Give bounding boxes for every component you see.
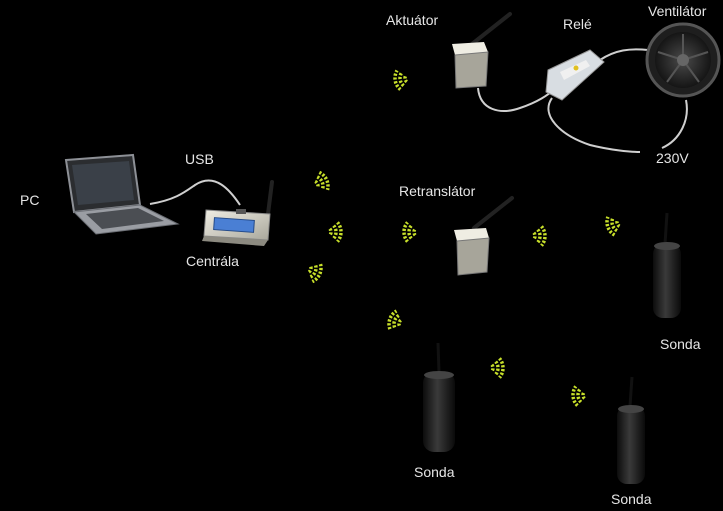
- aktuator-rele-cable: [478, 88, 556, 111]
- wave-arc: [337, 222, 341, 241]
- sonda-center-device: [423, 343, 455, 452]
- label-retranslator: Retranslátor: [399, 183, 475, 199]
- wave-arc: [409, 226, 411, 239]
- wave-sonda-right-icon: [605, 214, 622, 236]
- wave-aktuator-icon: [394, 69, 408, 90]
- wave-arc: [330, 229, 331, 235]
- wave-arc: [538, 230, 540, 243]
- label-usb: USB: [185, 151, 214, 167]
- wave-centrala-up-icon: [312, 171, 330, 193]
- wave-arc: [308, 267, 312, 273]
- label-aktuator: Aktuátor: [386, 12, 438, 28]
- wave-arc: [534, 233, 535, 239]
- wave-arc: [572, 386, 577, 406]
- wave-arc: [583, 392, 585, 398]
- wave-arc: [398, 319, 401, 325]
- label-rele: Relé: [563, 16, 592, 32]
- sonda-right-device: [653, 213, 681, 318]
- wave-centrala-down-icon: [305, 261, 323, 283]
- retranslator-antenna: [474, 198, 512, 228]
- label-centrala: Centrála: [186, 253, 239, 269]
- wave-sonda-center-up-icon: [387, 310, 404, 332]
- wave-centrala-right-icon: [330, 222, 341, 241]
- ventilator-device: [647, 24, 719, 96]
- wave-retranslator-right-icon: [534, 226, 545, 245]
- rele-ventilator-cable: [600, 49, 648, 60]
- wave-retranslator-left-icon: [404, 222, 415, 241]
- wave-arc: [315, 181, 319, 187]
- centrala-connector: [236, 209, 246, 214]
- wave-arc: [499, 358, 503, 377]
- retranslator-body: [457, 238, 489, 275]
- sonda-bottom-device: [617, 377, 645, 484]
- rele-indicator: [574, 66, 579, 71]
- cables: [150, 49, 687, 205]
- label-sonda-center: Sonda: [414, 464, 454, 480]
- wave-arc: [334, 226, 336, 239]
- ventilator-hub: [677, 54, 689, 66]
- laptop: [66, 155, 178, 234]
- label-sonda-bottom: Sonda: [611, 491, 651, 507]
- wave-arc: [610, 219, 617, 232]
- rele-body: [546, 50, 604, 100]
- label-pc: PC: [20, 192, 39, 208]
- aktuator-device: [452, 14, 510, 88]
- ventilator-power-cable: [662, 100, 687, 148]
- aktuator-antenna: [472, 14, 510, 44]
- rele-device: [546, 50, 604, 100]
- usb-cable: [150, 181, 240, 205]
- label-sonda-right: Sonda: [660, 336, 700, 352]
- wave-arc: [616, 220, 619, 226]
- wave-sonda-center-right-icon: [492, 358, 503, 377]
- wave-arc: [577, 389, 580, 402]
- wave-arc: [541, 226, 545, 245]
- label-ventilator: Ventilátor: [648, 3, 706, 19]
- wave-arc: [492, 365, 493, 371]
- centrala-display: [214, 218, 255, 233]
- centrala-antenna: [268, 182, 272, 214]
- wave-arc: [496, 362, 498, 375]
- wave-arc: [404, 222, 408, 241]
- label-voltage: 230V: [656, 150, 689, 166]
- wave-sonda-bottom-icon: [572, 386, 585, 406]
- wave-arc: [399, 73, 404, 86]
- laptop-display: [72, 161, 134, 205]
- wave-arc: [414, 229, 415, 235]
- wave-arc: [317, 176, 325, 189]
- retranslator-device: [454, 198, 512, 275]
- wave-arc: [405, 76, 407, 83]
- centrala-device: [202, 182, 272, 246]
- aktuator-body: [455, 52, 488, 88]
- rele-power-cable: [548, 98, 640, 152]
